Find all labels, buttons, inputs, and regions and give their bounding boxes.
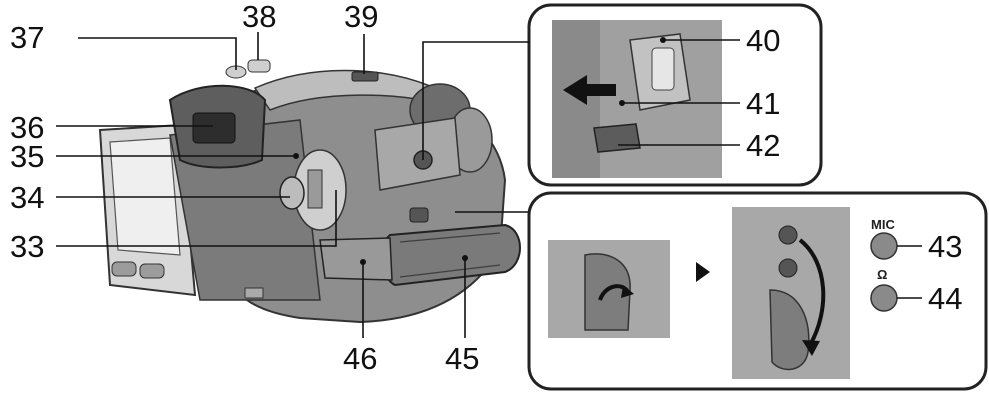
bottom-foot: [244, 287, 264, 299]
grip-belt: [381, 223, 521, 287]
callout-40: 40: [746, 23, 780, 58]
leader-inset-top: [422, 41, 529, 160]
leader-dot-35: [293, 153, 299, 159]
step-right-arrow-icon: [696, 262, 710, 282]
lcd-button-left: [111, 261, 137, 277]
jack-hole-mic: [778, 225, 798, 245]
callout-38: 38: [242, 0, 276, 34]
callout-34: 34: [10, 180, 44, 215]
leader-33: [56, 190, 337, 247]
mic-jack-icon: [870, 232, 898, 260]
callout-46: 46: [343, 341, 377, 376]
small-switch: [409, 207, 429, 223]
jack-hole-headphone: [778, 258, 798, 278]
callout-35: 35: [10, 139, 44, 174]
grip-belt-stitch: [399, 232, 501, 278]
callout-42: 42: [746, 128, 780, 163]
callout-41: 41: [746, 86, 780, 121]
leader-37: [78, 37, 237, 70]
mic-label: MIC: [871, 217, 895, 232]
lcd-button-right: [139, 263, 165, 279]
grip-belt-strap: [319, 237, 393, 281]
inset-latch-slot: [651, 47, 675, 91]
camcorder-illustration: [98, 59, 521, 324]
cover-closed: [584, 253, 631, 331]
slide-left-arrow-icon: [563, 75, 616, 105]
cover-opened: [769, 289, 810, 371]
callout-numbers: 37 38 39 36 35 34 33 46 45 40 41 42 43 4…: [10, 0, 962, 376]
callout-44: 44: [928, 281, 962, 316]
callout-36: 36: [10, 110, 44, 145]
photo-button: [247, 59, 271, 73]
inset-eject-lever: [527, 3, 823, 187]
callout-33: 33: [10, 229, 44, 264]
inset-jack-cover: MIC Ω: [527, 191, 988, 391]
leader-dot-40: [660, 37, 666, 43]
dial-grip: [307, 169, 323, 209]
leader-lines: [56, 32, 922, 338]
headphone-jack-icon: [870, 284, 898, 312]
swing-down-arrow-icon: [798, 238, 826, 346]
viewfinder-window: [192, 112, 236, 144]
accessory-shoe: [351, 71, 379, 82]
callout-39: 39: [344, 0, 378, 34]
callout-45: 45: [445, 341, 479, 376]
headphone-symbol: Ω: [877, 267, 887, 282]
leader-dot-46: [360, 259, 366, 265]
inset-panel-dark: [552, 20, 600, 178]
swing-down-arrowhead: [802, 340, 820, 356]
callout-43: 43: [928, 229, 962, 264]
power-switch: [279, 176, 305, 210]
open-cover-arrowhead: [621, 285, 634, 298]
callout-37: 37: [10, 20, 44, 55]
leader-dot-45: [462, 255, 468, 261]
leader-dot-41: [619, 100, 625, 106]
inset-release-lever: [593, 123, 641, 153]
